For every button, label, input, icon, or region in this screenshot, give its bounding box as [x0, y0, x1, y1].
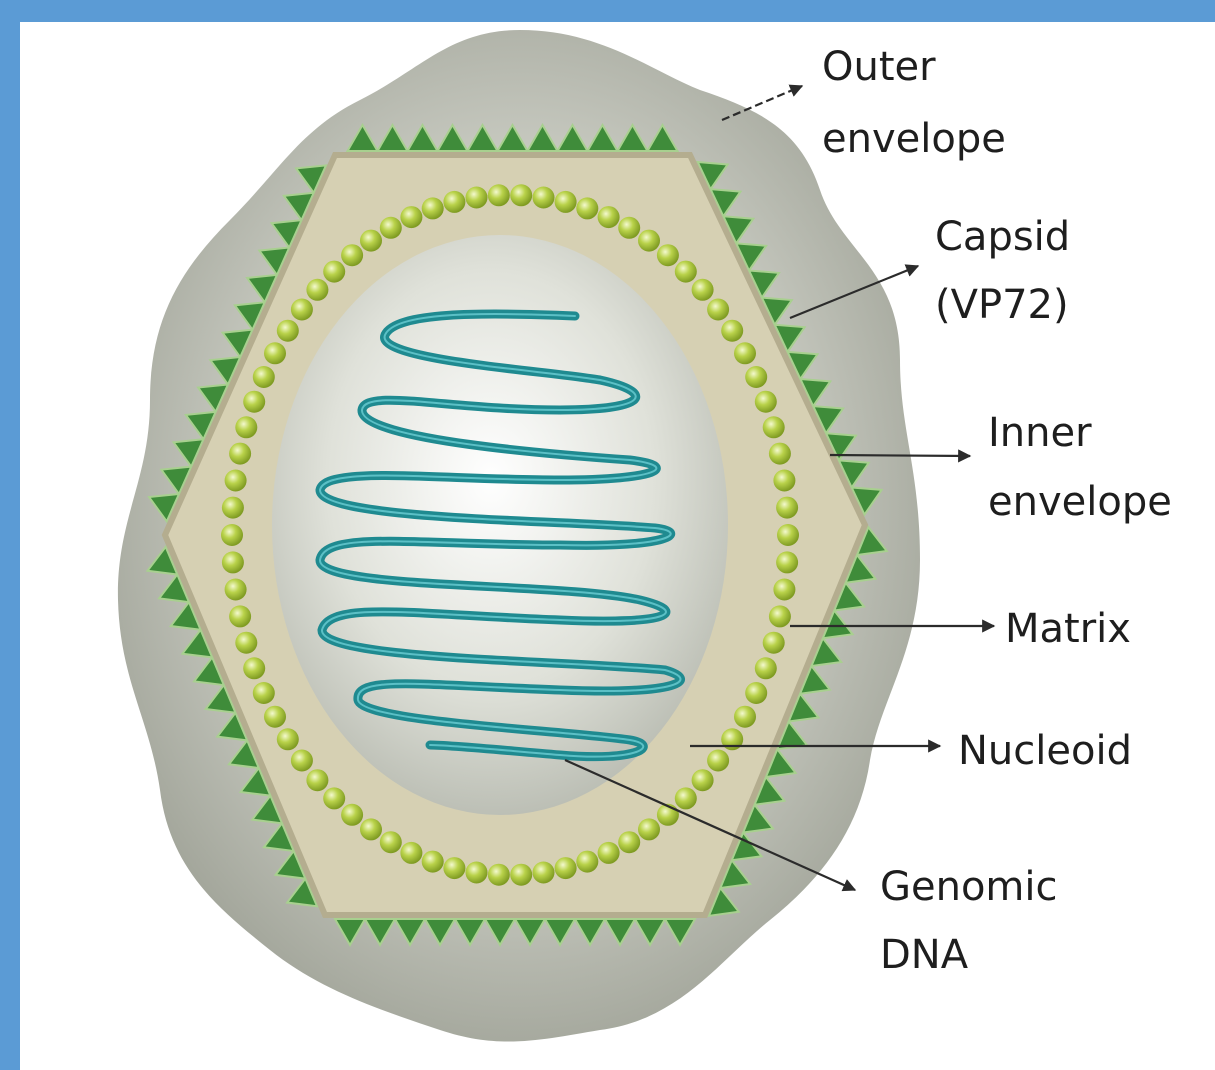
- matrix-bead: [576, 197, 598, 219]
- matrix-bead: [745, 682, 767, 704]
- matrix-bead: [360, 230, 382, 252]
- matrix-bead: [466, 187, 488, 209]
- nucleoid-label: Nucleoid: [958, 728, 1132, 774]
- matrix-bead: [763, 632, 785, 654]
- matrix-bead: [225, 470, 247, 492]
- matrix-bead: [776, 497, 798, 519]
- matrix-bead: [776, 551, 798, 573]
- matrix-bead: [221, 524, 243, 546]
- matrix-bead: [264, 706, 286, 728]
- matrix-bead: [707, 750, 729, 772]
- matrix-bead: [555, 857, 577, 879]
- matrix-bead: [341, 804, 363, 826]
- matrix-bead: [734, 342, 756, 364]
- matrix-bead: [235, 632, 257, 654]
- matrix-bead: [323, 787, 345, 809]
- matrix-bead: [745, 366, 767, 388]
- matrix-bead: [306, 279, 328, 301]
- matrix-bead: [598, 206, 620, 228]
- matrix-bead: [235, 416, 257, 438]
- matrix-bead: [777, 524, 799, 546]
- matrix-bead: [277, 728, 299, 750]
- inner-envelope-leader: [830, 455, 970, 456]
- matrix-bead: [360, 818, 382, 840]
- matrix-bead: [277, 320, 299, 342]
- matrix-bead: [229, 605, 251, 627]
- genomic-dna-label: Genomic DNA: [880, 864, 1070, 978]
- matrix-bead: [443, 857, 465, 879]
- matrix-bead: [675, 787, 697, 809]
- matrix-bead: [721, 320, 743, 342]
- matrix-bead: [555, 191, 577, 213]
- matrix-bead: [291, 299, 313, 321]
- matrix-bead: [443, 191, 465, 213]
- matrix-bead: [243, 657, 265, 679]
- capsid-label: Capsid (VP72): [935, 214, 1083, 328]
- matrix-bead: [488, 864, 510, 886]
- matrix-bead: [638, 818, 660, 840]
- matrix-bead: [222, 497, 244, 519]
- matrix-bead: [291, 750, 313, 772]
- matrix-bead: [618, 831, 640, 853]
- matrix-bead: [576, 851, 598, 873]
- matrix-bead: [306, 769, 328, 791]
- matrix-bead: [253, 682, 275, 704]
- inner-envelope-label: Inner envelope: [988, 410, 1172, 525]
- matrix-bead: [222, 551, 244, 573]
- matrix-bead: [618, 217, 640, 239]
- matrix-bead: [400, 206, 422, 228]
- matrix-bead: [773, 579, 795, 601]
- matrix-bead: [692, 279, 714, 301]
- matrix-bead: [243, 391, 265, 413]
- outer-envelope-label: Outer envelope: [822, 44, 1006, 162]
- matrix-bead: [466, 862, 488, 884]
- matrix-bead: [769, 605, 791, 627]
- matrix-bead: [400, 842, 422, 864]
- matrix-bead: [323, 261, 345, 283]
- matrix-bead: [707, 299, 729, 321]
- matrix-bead: [755, 391, 777, 413]
- matrix-bead: [488, 184, 510, 206]
- matrix-bead: [533, 187, 555, 209]
- matrix-bead: [692, 769, 714, 791]
- matrix-bead: [380, 831, 402, 853]
- matrix-bead: [510, 864, 532, 886]
- matrix-bead: [533, 862, 555, 884]
- matrix-bead: [264, 342, 286, 364]
- matrix-bead: [638, 230, 660, 252]
- matrix-bead: [769, 443, 791, 465]
- matrix-bead: [253, 366, 275, 388]
- matrix-bead: [657, 244, 679, 266]
- matrix-label: Matrix: [1005, 606, 1131, 652]
- matrix-bead: [734, 706, 756, 728]
- matrix-bead: [598, 842, 620, 864]
- matrix-bead: [422, 851, 444, 873]
- matrix-bead: [755, 657, 777, 679]
- matrix-bead: [380, 217, 402, 239]
- matrix-bead: [675, 261, 697, 283]
- matrix-bead: [510, 184, 532, 206]
- matrix-bead: [341, 244, 363, 266]
- matrix-bead: [225, 579, 247, 601]
- matrix-bead: [229, 443, 251, 465]
- matrix-bead: [763, 416, 785, 438]
- matrix-bead: [422, 197, 444, 219]
- matrix-bead: [773, 470, 795, 492]
